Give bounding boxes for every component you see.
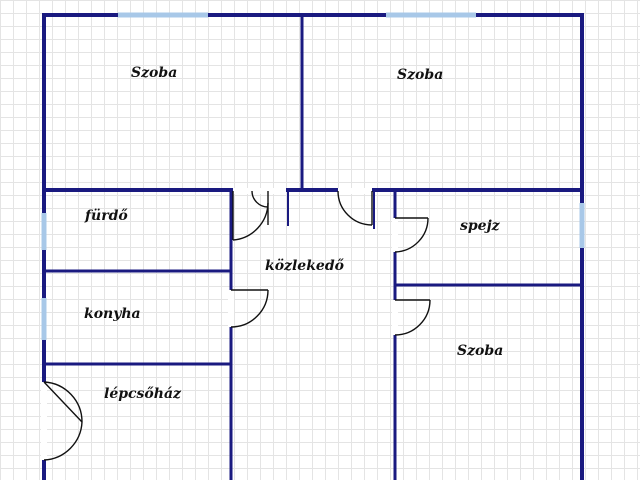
door-szoba-right <box>392 299 431 336</box>
doors <box>41 188 431 461</box>
windows <box>41 12 585 340</box>
door-swing-arc <box>394 217 429 253</box>
door-swing-arc <box>337 190 373 226</box>
door-furdo <box>232 188 269 241</box>
door-swing-arc <box>43 381 83 461</box>
door-leaf <box>43 381 83 423</box>
room-label-konyha: konyha <box>84 306 141 322</box>
door-spejz <box>392 217 429 253</box>
room-label-spejz: spejz <box>460 218 500 234</box>
room-label-szoba-right: Szoba <box>457 343 504 359</box>
door-swing-arc <box>251 190 269 208</box>
walls <box>42 13 584 480</box>
room-label-szoba-top-right: Szoba <box>397 67 444 83</box>
door-swing-arc <box>230 289 269 328</box>
door-lepcsohaz <box>41 381 83 461</box>
door-swing-arc <box>394 299 431 336</box>
room-label-kozlekedo: közlekedő <box>265 258 344 274</box>
door-szoba-top-right <box>337 188 373 226</box>
door-corridor-top <box>251 188 286 225</box>
door-swing-arc <box>232 202 269 241</box>
room-label-furdo: fürdő <box>85 208 128 224</box>
room-label-lepcsohaz: lépcsőház <box>104 386 181 402</box>
door-konyha <box>228 289 269 328</box>
room-label-szoba-top-left: Szoba <box>131 65 178 81</box>
